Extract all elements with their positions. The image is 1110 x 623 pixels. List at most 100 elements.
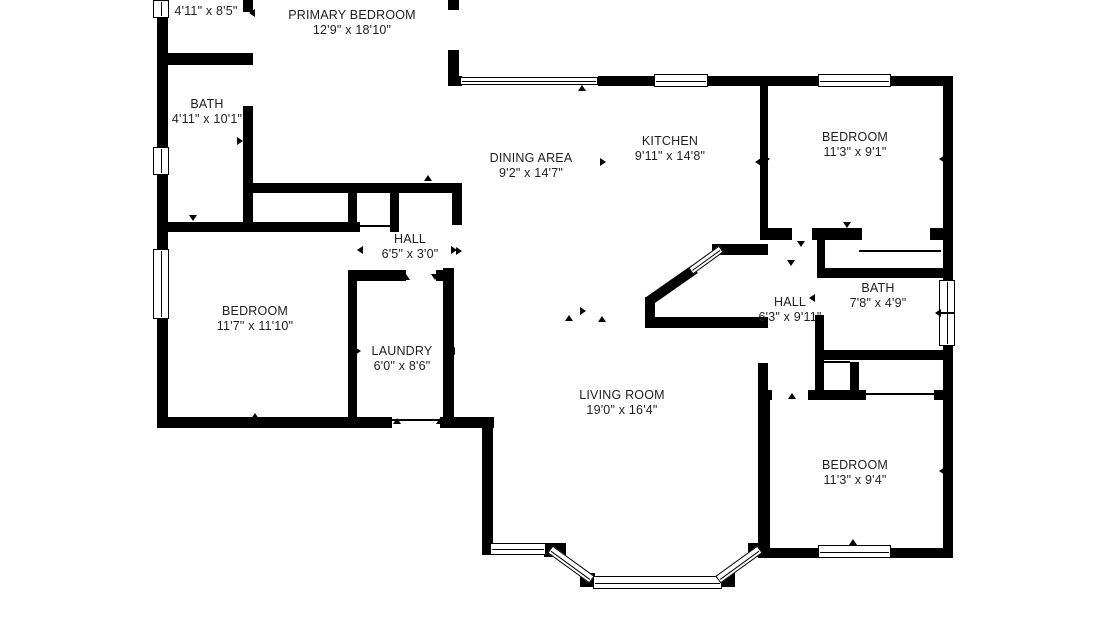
room-name: BATH [190, 97, 224, 111]
dimension-tick [764, 467, 770, 475]
room-dims: 7'8" x 4'9" [849, 296, 907, 310]
room-dims: 11'3" x 9'4" [823, 473, 887, 487]
window [153, 0, 169, 18]
wall [758, 400, 770, 553]
wall [808, 390, 866, 400]
wall [443, 268, 454, 417]
room-name: KITCHEN [641, 134, 699, 148]
wall [390, 192, 399, 232]
wall [817, 240, 825, 270]
room-name: DINING AREA [489, 151, 573, 165]
dimension-tick [755, 158, 761, 166]
wall [598, 76, 658, 86]
dimension-tick [598, 316, 606, 322]
door-marker [431, 274, 439, 280]
wall [243, 183, 462, 193]
dimension-tick [251, 413, 259, 419]
door-marker [189, 215, 197, 221]
door-marker [424, 175, 432, 181]
closet-door-line [859, 250, 941, 252]
bay-window-right [715, 545, 763, 584]
wall [348, 270, 357, 417]
dimension-tick [935, 309, 941, 317]
door-marker [249, 9, 255, 17]
room-dims: 6'3" x 9'11" [758, 310, 822, 324]
closet-door-line [824, 361, 850, 363]
window [818, 74, 891, 87]
room-name: BEDROOM [221, 304, 288, 318]
wall [712, 244, 768, 255]
dimension-tick [357, 246, 363, 254]
room-label-closet: 4'11" x 8'5" [174, 4, 237, 19]
room-label-dining-area: DINING AREA 9'2" x 14'7" [490, 151, 573, 181]
room-name: LAUNDRY [371, 344, 433, 358]
room-label-hall-2: HALL 6'3" x 9'11" [758, 295, 821, 325]
dimension-tick [449, 347, 455, 355]
dimension-tick [451, 246, 457, 254]
wall [448, 50, 459, 86]
window [818, 545, 891, 558]
wall [889, 76, 953, 86]
window [654, 74, 708, 87]
window [153, 249, 169, 319]
wall [448, 76, 462, 86]
wall [758, 390, 772, 400]
room-label-living-room: LIVING ROOM 19'0" x 16'4" [579, 388, 665, 418]
room-name: PRIMARY BEDROOM [288, 8, 416, 22]
wall [482, 418, 493, 549]
room-label-primary-bedroom: PRIMARY BEDROOM 12'9" x 18'10" [288, 8, 416, 38]
room-name: BATH [861, 281, 895, 295]
wall [448, 0, 459, 10]
wall [934, 390, 953, 400]
room-dims: 9'2" x 14'7" [498, 166, 563, 180]
wall [158, 222, 360, 232]
room-name: BEDROOM [822, 130, 888, 144]
angled-opening [688, 245, 724, 275]
door-marker [393, 418, 401, 424]
wall [817, 268, 953, 278]
wall [815, 350, 953, 360]
bay-window-center [593, 576, 722, 589]
room-name: LIVING ROOM [579, 388, 665, 402]
wall [243, 106, 253, 224]
dimension-tick [565, 315, 573, 321]
dimension-tick [600, 158, 606, 166]
wall [645, 297, 655, 328]
door-marker [402, 274, 410, 280]
closet-door-line [864, 393, 934, 395]
wall [348, 192, 357, 232]
wall [930, 228, 953, 240]
door-marker [788, 393, 796, 399]
room-dims: 9'11" x 14'8" [634, 149, 706, 163]
room-name: BEDROOM [822, 458, 888, 472]
room-label-hall-1: HALL 6'5" x 3'0" [382, 232, 439, 262]
wall [812, 228, 862, 240]
wall [760, 85, 768, 236]
window-band [460, 77, 598, 85]
dimension-tick [355, 347, 361, 355]
dimension-tick [939, 467, 945, 475]
room-dims: 6'5" x 3'0" [381, 247, 439, 261]
bay-window-left [547, 545, 595, 584]
door-marker [237, 137, 243, 145]
wall [706, 76, 820, 86]
dimension-tick [580, 307, 586, 315]
door-threshold [392, 419, 440, 421]
room-label-bath-1: BATH 4'11" x 10'1" [172, 97, 242, 127]
room-label-kitchen: KITCHEN 9'11" x 14'8" [635, 134, 705, 164]
dimension-tick [849, 539, 857, 545]
window [490, 543, 546, 555]
dimension-tick [764, 155, 770, 163]
wall [645, 317, 768, 328]
wall [157, 417, 494, 428]
door-marker [843, 222, 851, 228]
wall [158, 53, 253, 65]
room-label-bath-2: BATH 7'8" x 4'9" [850, 281, 907, 311]
room-name: HALL [393, 232, 427, 246]
room-label-bedroom-w: BEDROOM 11'7" x 11'10" [217, 304, 293, 334]
wall [758, 363, 768, 400]
door-marker [436, 418, 444, 424]
room-label-laundry: LAUNDRY 6'0" x 8'6" [372, 344, 433, 374]
wall [243, 0, 253, 12]
wall [850, 362, 859, 400]
